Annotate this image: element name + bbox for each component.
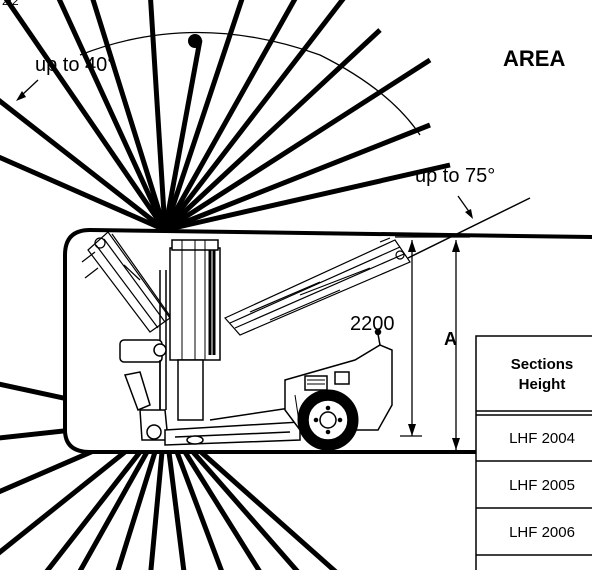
dimension-a [395, 236, 470, 453]
table-header-sections: Sections [511, 356, 574, 373]
chassis [164, 407, 301, 446]
dimension-label-a: A [444, 329, 457, 349]
dimension-a-arrow-bottom [452, 438, 460, 450]
wheel [297, 389, 359, 451]
dimension-2200-arrow-bottom [408, 424, 416, 436]
upper-fan-lines [0, 0, 451, 233]
arrow-40-head [16, 91, 26, 101]
angle-arc [79, 31, 421, 136]
dimension-2200-arrow-top [408, 240, 416, 252]
dimension-a-arrow-top [452, 240, 460, 252]
arrow-75-head [465, 209, 473, 219]
pivot-dot [188, 34, 202, 48]
table-row: LHF 2004 [509, 430, 575, 447]
dimension-2200 [400, 240, 422, 437]
arrow-75-line [457, 195, 471, 214]
sections-table: Sections Height LHF 2004 LHF 2005 LHF 20… [475, 335, 592, 575]
table-row: LHF 2005 [509, 477, 575, 494]
table-row: LHF 2006 [509, 524, 575, 541]
table-header-height: Height [519, 376, 566, 393]
angle-label-75: up to 75° [415, 165, 495, 187]
boom-right-tilted [224, 237, 411, 336]
front-arm [119, 339, 169, 441]
boom-line-75 [407, 197, 531, 259]
angle-label-40: up to 40° [35, 54, 115, 76]
dimension-value-2200: 2200 [350, 313, 395, 335]
arrow-40 [21, 79, 39, 96]
heading: AREA [503, 46, 565, 71]
